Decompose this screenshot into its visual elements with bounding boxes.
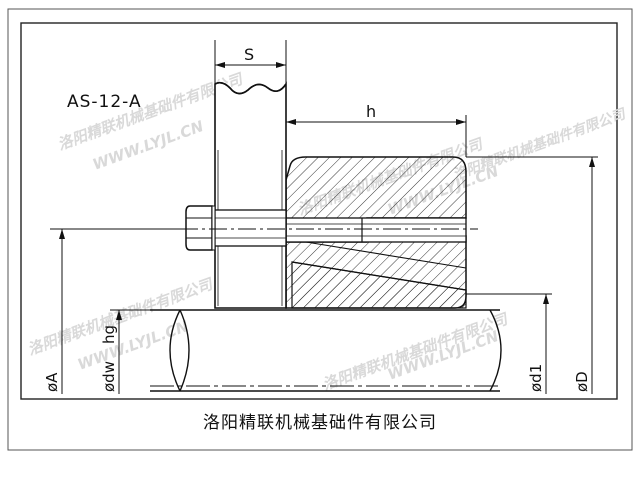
taper-line-upper (305, 241, 467, 269)
bolt-head (185, 205, 213, 251)
hub-body (214, 81, 287, 309)
dim-dw-label: ødw (100, 361, 118, 392)
arrow-head (215, 62, 225, 68)
break-line (214, 81, 287, 95)
shaft-break-right (489, 309, 502, 392)
dim-h-label: h (366, 102, 376, 121)
dim-s-label: S (244, 45, 254, 64)
arrow-head (286, 119, 296, 125)
taper-line (291, 261, 467, 291)
company-name: 洛阳精联机械基础件有限公司 (203, 413, 437, 433)
shaft-break-left (179, 309, 190, 392)
model-code: AS-12-A (67, 92, 142, 112)
dim-d1-label: ød1 (527, 364, 545, 392)
shaft-break-left (169, 309, 181, 392)
bolt-channel (285, 217, 467, 243)
watermark-company: 洛阳精联机械基础件有限公司 (320, 309, 511, 393)
dim-d-label: øD (573, 371, 591, 392)
arrow-head (116, 310, 122, 320)
arrow-head (543, 294, 549, 304)
outer-frame (7, 8, 633, 451)
bolt-shank (214, 209, 287, 247)
inner-frame (20, 22, 618, 400)
dim-hg-label: hg (100, 325, 118, 344)
arrow-head (276, 62, 286, 68)
dim-a-label: øA (43, 372, 61, 392)
bolt-washer (211, 205, 216, 251)
arrow-head (59, 229, 65, 239)
arrow-head (456, 119, 466, 125)
arrow-head (589, 157, 595, 167)
